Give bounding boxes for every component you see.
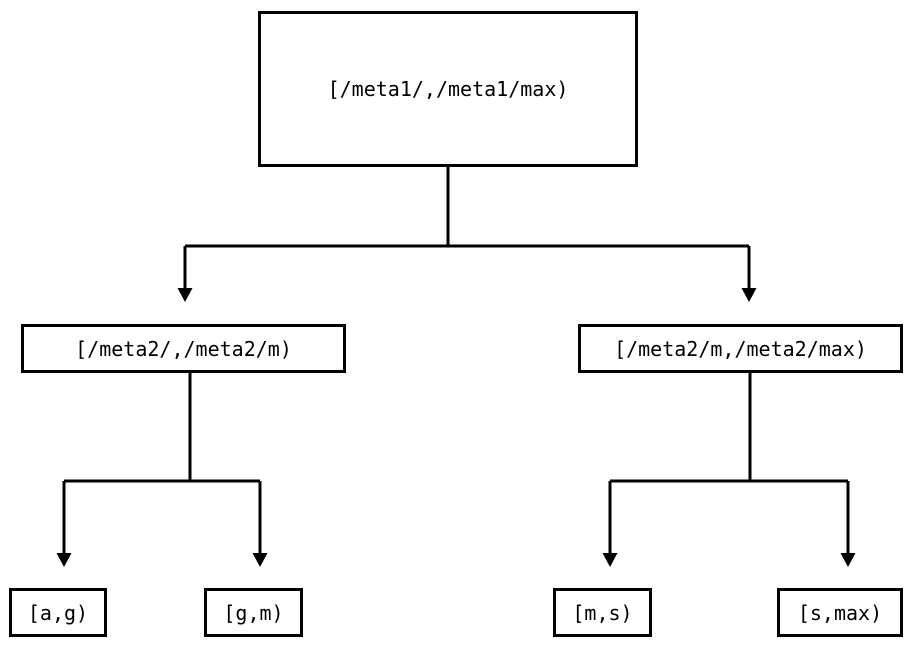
tree-node-meta2-lower[interactable]: [/meta2/,/meta2/m) [21, 324, 346, 373]
tree-leaf-m-s[interactable]: [m,s) [553, 588, 652, 637]
arrowhead-leaf-ms [602, 553, 618, 567]
arrowhead-mid-left [177, 288, 193, 302]
arrowhead-leaf-gm [252, 553, 268, 567]
tree-node-meta2-upper[interactable]: [/meta2/m,/meta2/max) [578, 324, 903, 373]
arrowhead-leaf-ag [56, 553, 72, 567]
tree-leaf-g-m[interactable]: [g,m) [204, 588, 303, 637]
tree-leaf-s-max[interactable]: [s,max) [777, 588, 903, 637]
tree-leaf-a-g[interactable]: [a,g) [9, 588, 107, 637]
arrowhead-mid-right [741, 288, 757, 302]
arrowhead-leaf-smax [840, 553, 856, 567]
tree-node-root[interactable]: [/meta1/,/meta1/max) [258, 11, 638, 167]
